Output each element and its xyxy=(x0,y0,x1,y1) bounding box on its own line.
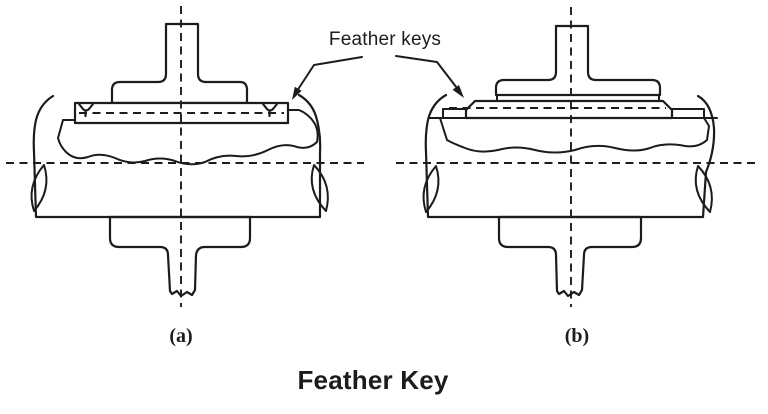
figure-b-caption: (b) xyxy=(564,325,590,347)
leader-arrow-left xyxy=(294,56,363,95)
annotation-label: Feather keys xyxy=(328,29,442,50)
diagram-title: Feather Key xyxy=(297,365,449,395)
key-screw-left-icon xyxy=(77,102,95,118)
arrowhead-left-icon xyxy=(292,86,302,100)
shaft-broken-section xyxy=(57,109,319,166)
shaft-broken-section xyxy=(439,117,710,154)
hub-flange-section-left xyxy=(422,165,440,213)
figure-a-caption: (a) xyxy=(169,325,193,347)
keyway-slot-lines xyxy=(428,108,718,119)
leader-arrow-right xyxy=(395,55,461,93)
annotation-leaders xyxy=(292,55,464,100)
feather-key-b xyxy=(464,99,674,120)
arrowhead-right-icon xyxy=(452,85,464,98)
hub-bottom-section xyxy=(108,215,252,298)
key-screw-right-icon xyxy=(261,102,279,118)
hub-flange-section-left xyxy=(30,164,48,212)
figure-a xyxy=(6,6,364,307)
figure-b xyxy=(396,7,757,307)
hub-bottom-section xyxy=(497,215,643,298)
hub-top-section xyxy=(494,24,662,97)
hub-flange-section-right xyxy=(310,164,329,212)
hub-top-section xyxy=(110,22,249,105)
hub-flange-section-right xyxy=(694,165,713,213)
